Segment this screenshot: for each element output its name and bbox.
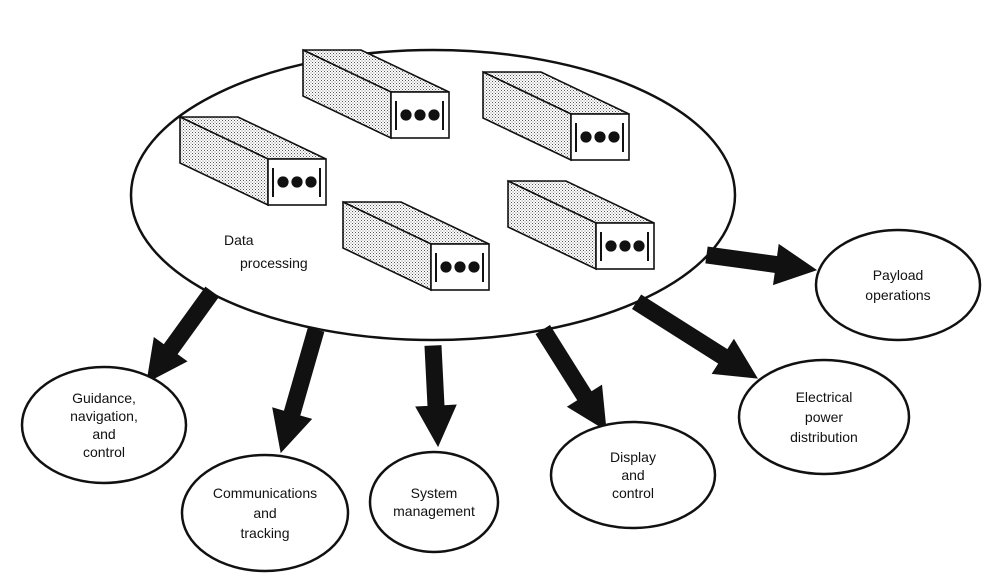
node-label-line: control <box>612 485 654 501</box>
indicator-light <box>580 131 592 143</box>
indicator-light <box>619 240 631 252</box>
computer-unit <box>482 70 630 162</box>
node-label-line: navigation, <box>70 408 138 424</box>
node-label-line: and <box>621 467 644 483</box>
node-label-line: tracking <box>240 525 289 541</box>
computer-unit <box>507 179 655 271</box>
node-label-line: Display <box>610 449 656 465</box>
node-ellipse <box>368 450 500 554</box>
node-label-line: distribution <box>790 429 858 445</box>
indicator-light <box>400 109 412 121</box>
node-label-line: power <box>805 409 843 425</box>
indicator-light <box>633 240 645 252</box>
connector-arrow <box>632 294 758 379</box>
node-gnc: Guidance, navigation, and control <box>20 365 188 485</box>
indicator-light <box>428 109 440 121</box>
connector-arrow <box>146 286 220 383</box>
indicator-light <box>608 131 620 143</box>
node-label-line: control <box>83 444 125 460</box>
indicator-light <box>454 261 466 273</box>
node-ellipse <box>20 365 188 485</box>
indicator-light <box>440 261 452 273</box>
node-ellipse <box>549 420 717 530</box>
indicator-light <box>468 261 480 273</box>
connector-arrows <box>146 243 818 454</box>
node-sysmgmt: System management <box>368 450 500 554</box>
node-payload: Payload operations <box>814 228 982 342</box>
node-label-line: Payload <box>873 267 924 283</box>
indicator-light <box>414 109 426 121</box>
subsystem-nodes: Guidance,navigation,andcontrolCommunicat… <box>20 228 982 573</box>
node-label-line: operations <box>865 287 930 303</box>
node-power: Electrical power distribution <box>737 358 911 476</box>
node-label-line: and <box>92 426 115 442</box>
center-label-line-2: processing <box>240 255 308 271</box>
center-label-line-1: Data <box>224 232 254 248</box>
node-label-line: System <box>411 485 458 501</box>
indicator-light <box>291 176 303 188</box>
node-ellipse <box>180 453 350 573</box>
connector-arrow <box>272 327 325 454</box>
node-label-line: Communications <box>213 485 317 501</box>
node-label-line: Guidance, <box>72 390 136 406</box>
indicator-light <box>277 176 289 188</box>
node-display: Display and control <box>549 420 717 530</box>
node-ellipse <box>814 228 982 342</box>
computer-units <box>179 48 655 292</box>
node-label-line: Electrical <box>796 389 853 405</box>
node-comm: Communications and tracking <box>180 453 350 573</box>
computer-unit <box>179 115 327 207</box>
connector-arrow <box>705 243 818 286</box>
node-label-line: management <box>393 503 475 519</box>
connector-arrow <box>415 345 457 448</box>
connector-arrow <box>535 325 607 431</box>
node-label-line: and <box>253 505 276 521</box>
node-ellipse <box>737 358 911 476</box>
computer-unit <box>342 200 490 292</box>
indicator-light <box>605 240 617 252</box>
computer-unit <box>302 48 450 140</box>
indicator-light <box>305 176 317 188</box>
indicator-light <box>594 131 606 143</box>
